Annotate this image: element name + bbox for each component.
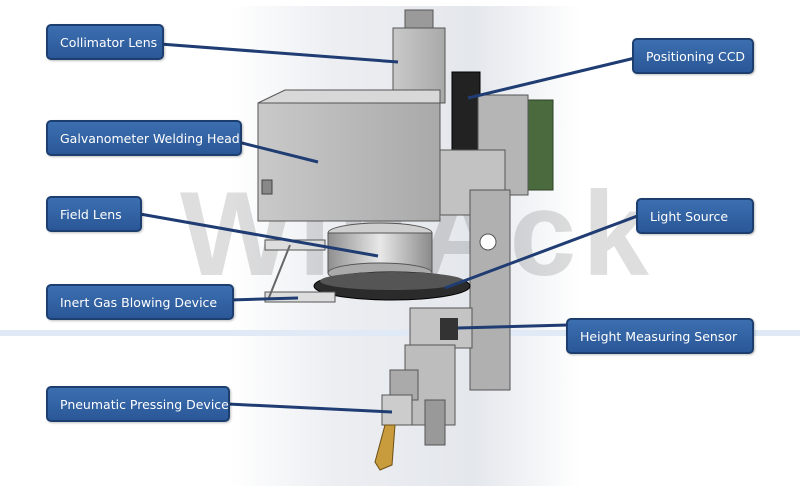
- press-block: [381, 394, 413, 426]
- leader-lines: [139, 42, 641, 414]
- collimator-cap: [404, 9, 434, 31]
- callout-pneumatic-pressing-device: Pneumatic Pressing Device: [46, 386, 230, 422]
- leader-collimator: [159, 42, 399, 64]
- callout-height-measuring-sensor: Height Measuring Sensor: [566, 318, 754, 354]
- leader-pneumatic: [227, 402, 393, 414]
- callout-inert-gas-blowing-device: Inert Gas Blowing Device: [46, 284, 234, 320]
- galvo-top: [257, 89, 441, 104]
- mount-bracket: [469, 189, 511, 391]
- callout-collimator-lens: Collimator Lens: [46, 24, 164, 60]
- galvo-port: [261, 179, 273, 195]
- leader-gas: [229, 296, 299, 302]
- leader-ccd: [467, 56, 636, 100]
- leader-height-sensor: [457, 323, 569, 330]
- light-source-ring-inner: [320, 272, 464, 290]
- gas-rod: [267, 244, 291, 301]
- ccd-black-block: [451, 71, 481, 163]
- callout-field-lens: Field Lens: [46, 196, 142, 232]
- press-finger: [374, 424, 396, 471]
- gas-frame-lower: [264, 291, 336, 303]
- leader-light-source: [444, 213, 641, 290]
- callout-galvanometer-welding-head: Galvanometer Welding Head: [46, 120, 242, 156]
- bracket-hole: [479, 233, 497, 251]
- guide-post: [424, 399, 446, 446]
- sensor-dark: [440, 318, 458, 340]
- galvo-box: [257, 102, 441, 222]
- leader-field-lens: [139, 212, 379, 258]
- light-streak: [0, 330, 800, 336]
- callout-light-source: Light Source: [636, 198, 754, 234]
- callout-positioning-ccd: Positioning CCD: [632, 38, 754, 74]
- ccd-green-panel: [524, 99, 554, 191]
- leader-galvo: [229, 138, 319, 164]
